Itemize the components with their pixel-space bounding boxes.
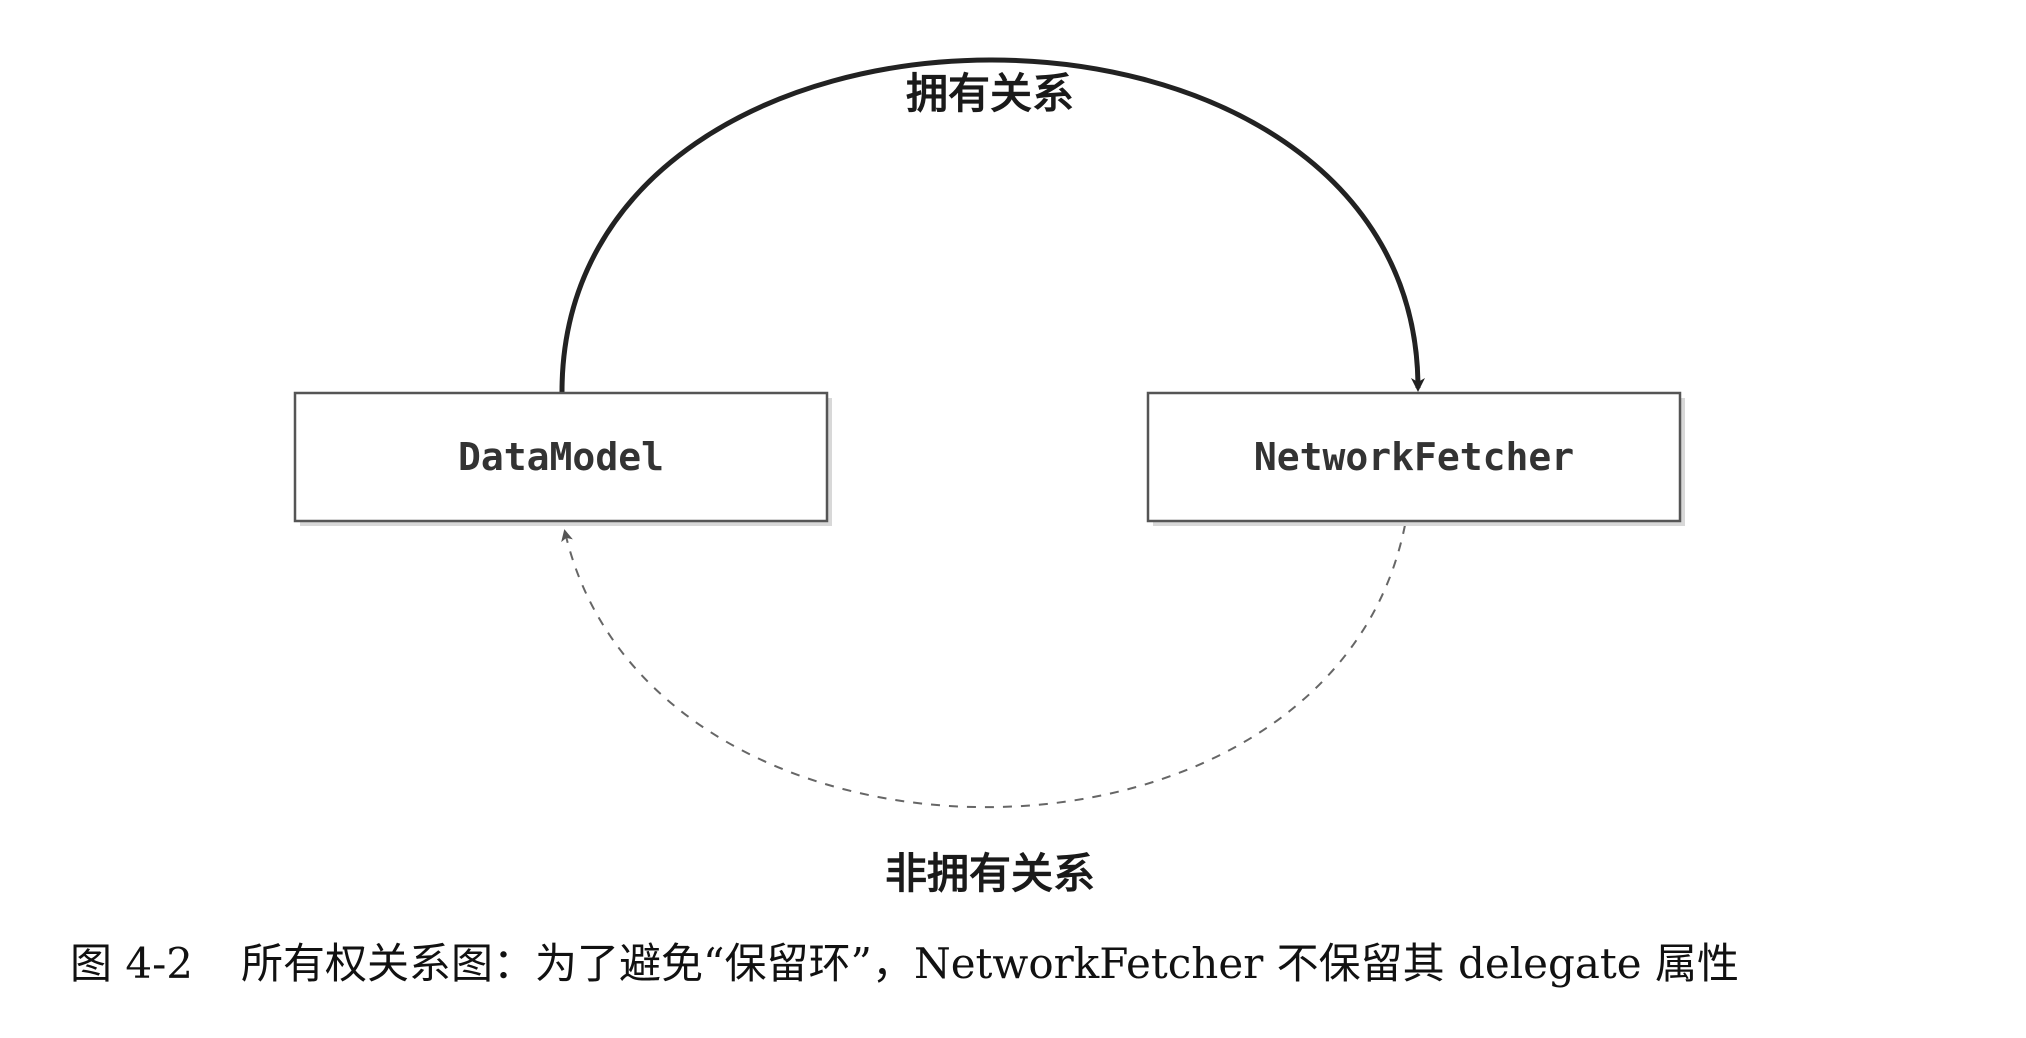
non-owning-arrow bbox=[561, 524, 1406, 809]
datamodel-box bbox=[293, 391, 829, 523]
figure-caption: 图 4-2 所有权关系图：为了避免“保留环”，NetworkFetcher 不保留… bbox=[70, 930, 1739, 991]
owning-arrow bbox=[559, 57, 1425, 393]
non-owning-label: 非拥有关系 bbox=[885, 849, 1095, 898]
owning-label: 拥有关系 bbox=[906, 69, 1074, 118]
figure-caption-text: 所有权关系图：为了避免“保留环”，NetworkFetcher 不保留其 del… bbox=[241, 939, 1740, 988]
figure-number: 图 4-2 bbox=[70, 939, 193, 988]
networkfetcher-node: NetworkFetcher bbox=[1146, 391, 1685, 526]
datamodel-label: DataModel bbox=[458, 435, 664, 479]
datamodel-node: DataModel bbox=[293, 391, 832, 526]
networkfetcher-box bbox=[1146, 391, 1682, 523]
networkfetcher-label: NetworkFetcher bbox=[1254, 435, 1574, 479]
